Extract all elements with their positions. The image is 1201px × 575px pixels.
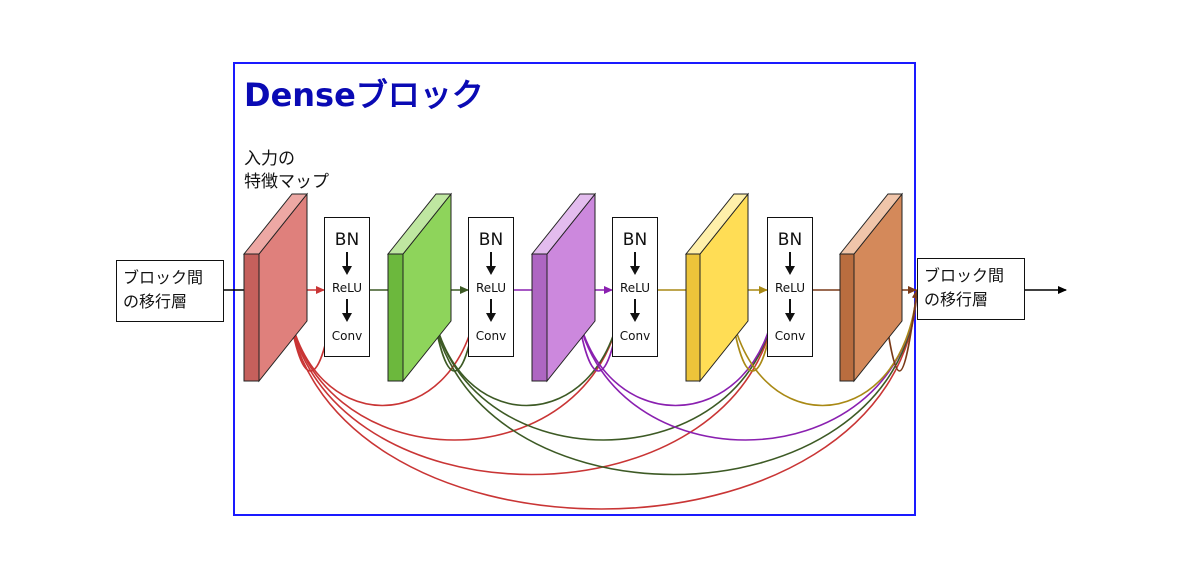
dense-connections [285,289,921,510]
bn-label: BN [777,230,803,250]
transition-layer-left: ブロック間 の移行層 [116,260,224,322]
transition-layer-right: ブロック間 の移行層 [917,258,1025,320]
input-feature-map-label: 入力の 特徴マップ [244,148,329,194]
bn-relu-conv-block-4: BN ReLU Conv [767,217,813,357]
dense-connection-curve [727,289,921,407]
dense-connection-curve [429,289,781,441]
conv-label: Conv [475,329,507,343]
down-arrow-icon [785,252,795,275]
down-arrow-icon [630,299,640,322]
down-arrow-icon [785,299,795,322]
input-label-line1: 入力の [244,149,295,169]
feature-map-4 [684,192,750,383]
feature-map-3 [530,192,597,383]
conv-label: Conv [331,329,363,343]
feature-map-2 [386,192,453,383]
conv-label: Conv [774,329,806,343]
down-arrow-icon [486,299,496,322]
bn-label: BN [478,230,504,250]
conv-label: Conv [619,329,651,343]
transition-left-line2: の移行層 [123,292,188,311]
transition-left-line1: ブロック間 [123,268,204,287]
dense-connection-curve [285,289,921,510]
feature-maps [242,192,904,383]
bn-relu-conv-block-1: BN ReLU Conv [324,217,370,357]
relu-label: ReLU [331,281,363,295]
dense-connection-curve [429,289,921,476]
down-arrow-icon [486,252,496,275]
relu-label: ReLU [774,281,806,295]
dense-connection-curve [285,289,627,441]
bn-label: BN [334,230,360,250]
down-arrow-icon [342,252,352,275]
bn-label: BN [622,230,648,250]
dense-block-title: Denseブロック [244,76,484,114]
down-arrow-icon [342,299,352,322]
feature-map-5 [838,192,904,383]
transition-right-line2: の移行層 [924,290,989,309]
down-arrow-icon [630,252,640,275]
dense-connection-curve [285,289,781,476]
bn-relu-conv-block-2: BN ReLU Conv [468,217,514,357]
input-feature-map [242,192,309,383]
dense-connection-curve [573,289,781,407]
transition-right-line1: ブロック間 [924,266,1005,285]
relu-label: ReLU [475,281,507,295]
relu-label: ReLU [619,281,651,295]
input-label-line2: 特徴マップ [244,172,329,192]
bn-relu-conv-block-3: BN ReLU Conv [612,217,658,357]
